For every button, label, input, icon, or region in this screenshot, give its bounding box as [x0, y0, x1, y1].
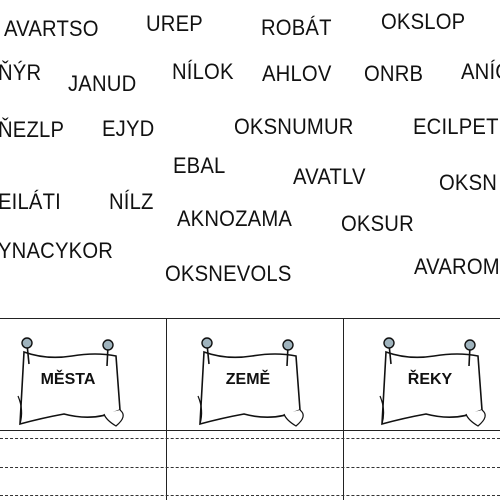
scrambled-word: AVARTSO: [4, 16, 99, 41]
scrambled-word: OKSLOP: [381, 9, 466, 34]
pinned-note-icon: [197, 337, 304, 427]
column-divider: [166, 318, 167, 500]
pinned-note-icon: [379, 337, 486, 427]
scrambled-word: OKSN: [439, 170, 498, 195]
scrambled-word: AVAROM: [414, 254, 500, 279]
category-note-mesta: MĚSTA: [16, 337, 136, 427]
scrambled-word: ROBÁT: [261, 15, 332, 40]
scrambled-word: EBAL: [173, 153, 226, 178]
category-note-zeme: ZEMĚ: [196, 337, 316, 427]
scrambled-word: AKNOZAMA: [177, 206, 293, 231]
scrambled-word: OKSNEVOLS: [165, 261, 292, 286]
scrambled-word: YNACYKOR: [0, 238, 114, 263]
answer-line: [0, 495, 500, 496]
scrambled-word: JANUD: [68, 71, 137, 96]
scrambled-word: OKSNUMUR: [234, 114, 354, 139]
answer-line: [0, 438, 500, 439]
header-divider: [0, 430, 500, 431]
column-divider: [343, 318, 344, 500]
category-label: ZEMĚ: [225, 371, 271, 388]
scrambled-word: NÍLZ: [109, 189, 154, 214]
scrambled-word: UREP: [146, 11, 203, 36]
category-note-reky: ŘEKY: [378, 337, 498, 427]
scrambled-word: ONRB: [364, 61, 424, 86]
category-label: MĚSTA: [40, 371, 96, 388]
scrambled-word: NÍLOK: [172, 59, 234, 84]
scrambled-word: OKSUR: [341, 211, 414, 236]
answer-line: [0, 467, 500, 468]
answer-table: MĚSTA ZEMĚ ŘEKY: [0, 318, 500, 500]
scrambled-word: EILÁTI: [0, 189, 61, 214]
table-top-border: [0, 318, 500, 319]
category-label: ŘEKY: [407, 371, 453, 388]
scrambled-word: ŇÝR: [0, 60, 42, 85]
scrambled-word: AHLOV: [262, 61, 332, 86]
word-cloud: AVARTSO UREP ROBÁT OKSLOP ŇÝR JANUD NÍLO…: [0, 9, 500, 286]
scrambled-word: ANÍC: [461, 59, 500, 84]
scrambled-word: AVATLV: [293, 164, 366, 189]
pinned-note-icon: [17, 337, 124, 427]
scrambled-word: EJYD: [102, 116, 155, 141]
scrambled-word: ECILPET: [413, 114, 499, 139]
scrambled-word: ŇEZLP: [0, 117, 65, 142]
